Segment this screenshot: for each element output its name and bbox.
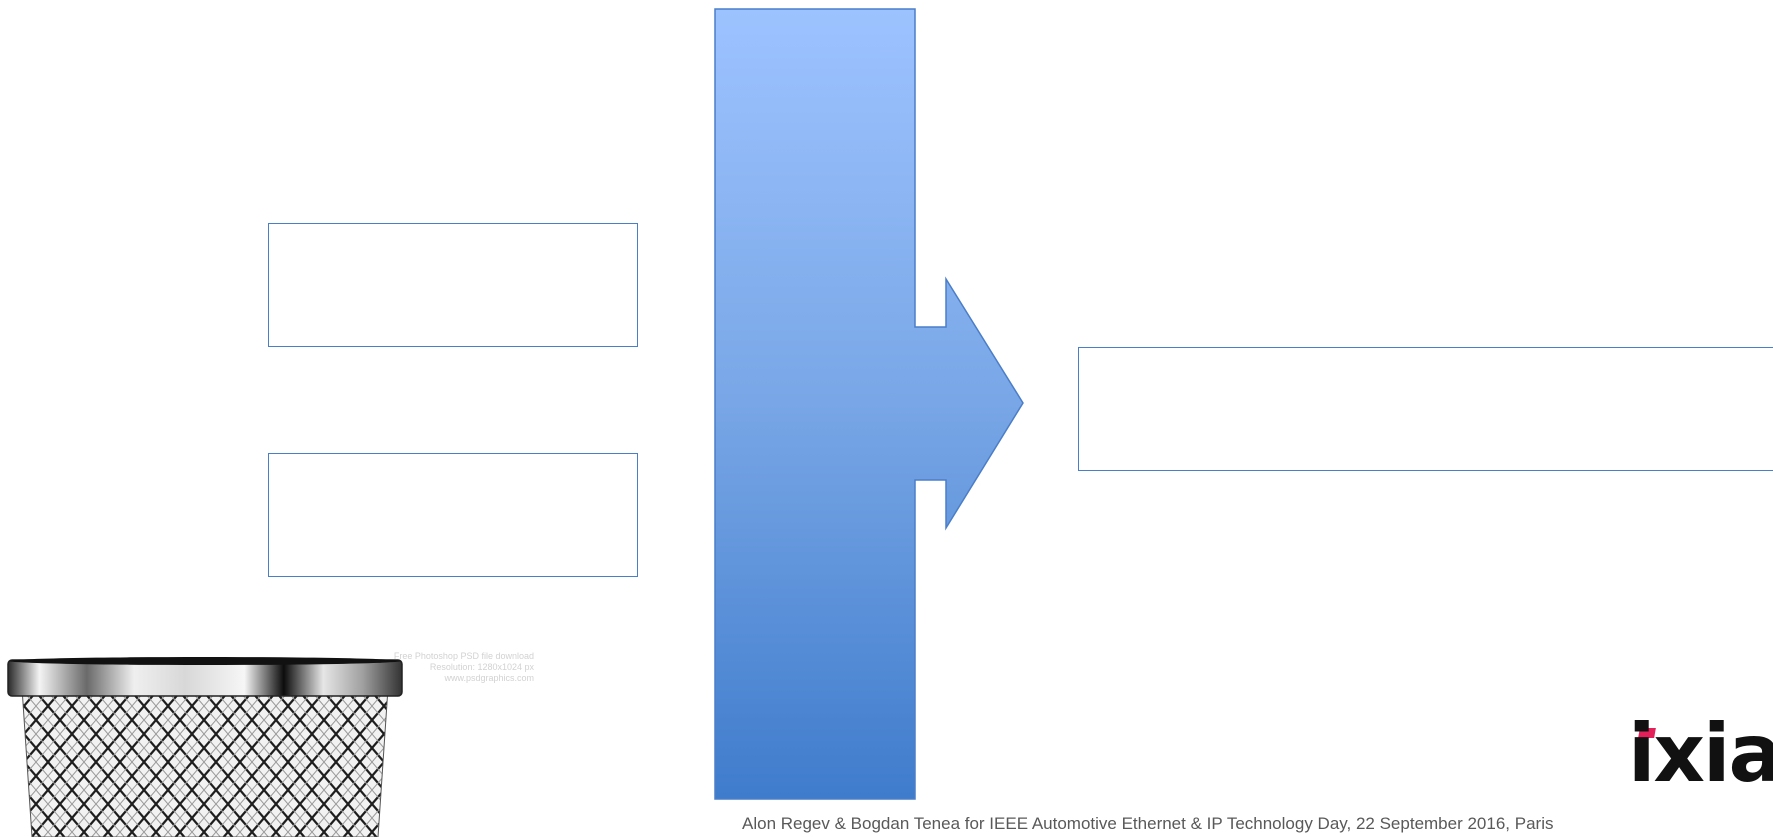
watermark-line-2: Resolution: 1280x1024 px (300, 662, 534, 673)
output-box (1078, 347, 1773, 471)
footer-credit: Alon Regev & Bogdan Tenea for IEEE Autom… (742, 814, 1553, 834)
watermark-text: Free Photoshop PSD file download Resolut… (300, 651, 534, 684)
ixia-logo: ixia (1628, 704, 1773, 804)
watermark-line-3: www.psdgraphics.com (300, 673, 534, 684)
process-arrow-shape (715, 9, 1023, 799)
watermark-line-1: Free Photoshop PSD file download (300, 651, 534, 662)
trash-bin-body (22, 688, 388, 837)
